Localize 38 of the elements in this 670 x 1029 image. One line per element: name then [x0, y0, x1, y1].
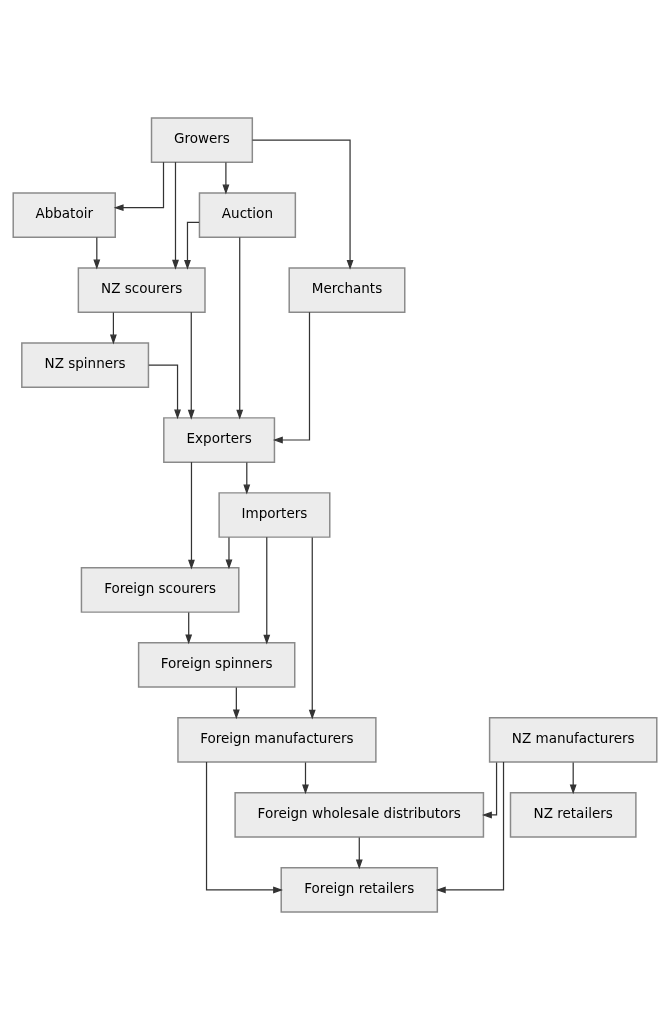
node-box: Foreign wholesale distributors — [234, 791, 485, 838]
arrow — [205, 761, 283, 893]
arrow — [263, 536, 271, 645]
arrow — [113, 161, 165, 211]
arrow — [93, 236, 101, 269]
node-box: Growers — [150, 116, 254, 163]
arrow — [187, 311, 195, 420]
node-box: Foreign spinners — [137, 641, 296, 688]
arrow — [435, 761, 505, 893]
arrow — [185, 611, 193, 644]
arrow — [188, 461, 195, 570]
node-box: Foreign retailers — [280, 866, 439, 913]
node-box: NZ spinners — [21, 341, 150, 388]
node-box: NZ scourers — [77, 266, 206, 313]
arrow — [232, 686, 240, 719]
arrow — [308, 536, 316, 720]
node-box: Merchants — [288, 266, 406, 313]
arrow — [109, 311, 117, 344]
node-box: Importers — [218, 491, 331, 538]
arrow — [302, 761, 309, 794]
arrow — [251, 138, 354, 270]
node-box: Exporters — [163, 416, 276, 463]
arrow — [225, 536, 233, 569]
arrow — [243, 461, 251, 494]
arrow — [569, 761, 577, 794]
arrow — [172, 161, 179, 270]
arrow — [272, 311, 311, 443]
node-box: Auction — [198, 191, 297, 238]
node-box: Foreign scourers — [80, 566, 240, 613]
arrow — [236, 236, 244, 420]
arrow — [482, 761, 498, 818]
arrow — [222, 161, 230, 194]
arrow — [148, 363, 181, 419]
node-box: Foreign manufacturers — [177, 716, 377, 763]
node-box: NZ manufacturers — [488, 716, 658, 763]
node-box: Abbatoir — [12, 191, 116, 238]
arrow — [355, 836, 363, 869]
node-box: NZ retailers — [509, 791, 637, 838]
